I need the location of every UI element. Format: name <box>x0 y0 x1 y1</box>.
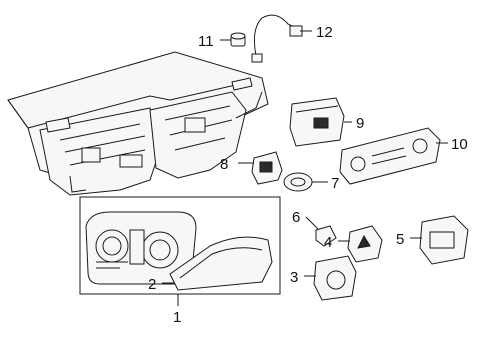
callout-2: 2 <box>148 276 156 293</box>
instrument-cluster <box>85 211 197 285</box>
part-4-hazard-switch <box>347 225 383 263</box>
part-12-sensor-harness <box>251 14 303 63</box>
callout-4: 4 <box>324 234 332 251</box>
part-9-switch-panel <box>289 97 345 147</box>
cluster-lens <box>169 236 273 291</box>
cluster-group-box <box>79 196 281 295</box>
part-8-switch <box>251 151 283 185</box>
callout-9: 9 <box>356 115 364 132</box>
callouts: 11 12 9 10 8 7 6 4 5 3 2 1 <box>148 24 468 326</box>
callout-8: 8 <box>220 156 228 173</box>
part-3-mirror-switch <box>313 255 357 301</box>
instrument-panel <box>7 51 269 196</box>
callout-5: 5 <box>396 231 404 248</box>
part-5-switch-module <box>419 215 469 265</box>
part-7-knob <box>283 172 313 192</box>
callout-11: 11 <box>198 33 214 50</box>
callout-12: 12 <box>316 24 333 41</box>
leader-lines <box>162 30 448 306</box>
callout-6: 6 <box>292 209 300 226</box>
callout-3: 3 <box>290 269 298 286</box>
part-11-cap <box>230 32 246 47</box>
part-10-climate-control <box>339 127 441 185</box>
callout-10: 10 <box>451 136 468 153</box>
part-6-connector <box>315 225 337 247</box>
callout-1: 1 <box>173 309 181 326</box>
callout-7: 7 <box>331 175 339 192</box>
